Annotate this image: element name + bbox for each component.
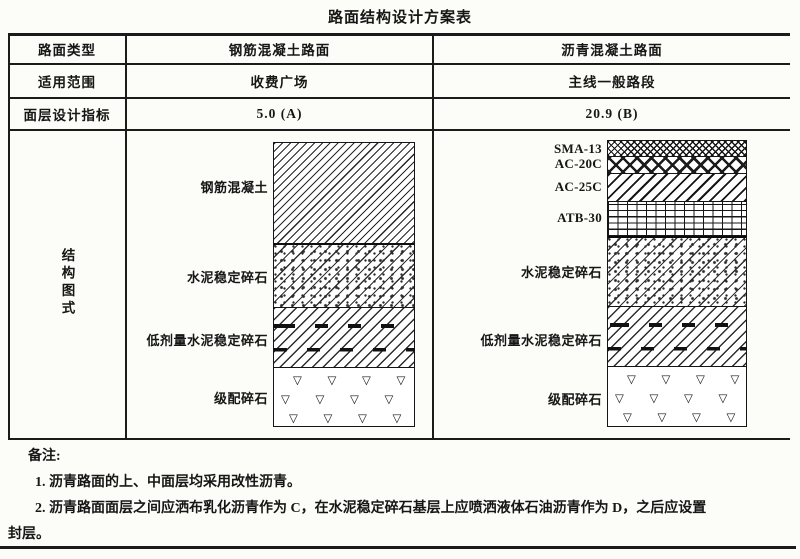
label-low-dose-right: 低剂量水泥稳定碎石 <box>480 333 602 348</box>
table-left-border <box>8 33 10 440</box>
layer-cement-stabilized <box>274 243 414 307</box>
column-divider-2 <box>432 33 434 440</box>
cell-left-scope: 收费广场 <box>250 75 309 90</box>
note-line-1: 1. 沥青路面的上、中面层均采用改性沥青。 <box>35 475 301 490</box>
note-line-2-continuation: 封层。 <box>8 527 50 542</box>
label-ac25c: AC-25C <box>554 179 602 194</box>
row-label-scope: 适用范围 <box>38 75 96 90</box>
table-top-border <box>8 33 790 36</box>
row-label-surface-index: 面层设计指标 <box>23 108 111 123</box>
layer-sma13 <box>608 141 746 156</box>
cell-right-pavement-type: 沥青混凝土路面 <box>561 43 663 58</box>
right-structure-diagram: ▽ ▽ ▽ ▽ ▽ ▽ ▽ ▽ ▽ ▽ ▽ ▽ ▽ ▽ ▽ ▽ ▽ ▽ <box>607 140 747 427</box>
layer-low-dose-cement-stabilized <box>274 307 414 367</box>
label-cement-stabilized-left: 水泥稳定碎石 <box>186 270 268 285</box>
gravel-triangle-row: ▽ ▽ ▽ ▽ ▽ ▽ <box>615 391 746 405</box>
label-graded-stone-left: 级配碎石 <box>213 391 268 406</box>
gravel-triangle-row: ▽ ▽ ▽ ▽ ▽ ▽ <box>623 410 746 424</box>
row-label-structure-diagram: 结构图式 <box>59 248 75 318</box>
layer-atb30 <box>608 201 746 236</box>
layer-ac20c <box>608 156 746 173</box>
layer-ac25c <box>608 173 746 201</box>
note-line-2: 2. 沥青路面面层之间应洒布乳化沥青作为 C，在水泥稳定碎石基层上应喷洒液体石油… <box>35 501 707 516</box>
label-graded-stone-right: 级配碎石 <box>547 392 602 407</box>
row-divider-2 <box>8 97 790 99</box>
label-sma13: SMA-13 <box>553 141 602 156</box>
layer-cement-stabilized-right <box>608 236 746 306</box>
row-label-pavement-type: 路面类型 <box>38 43 96 58</box>
layer-graded-crushed-stone: ▽ ▽ ▽ ▽ ▽ ▽ ▽ ▽ ▽ ▽ ▽ ▽ ▽ ▽ ▽ ▽ ▽ ▽ <box>274 367 414 426</box>
left-structure-diagram: ▽ ▽ ▽ ▽ ▽ ▽ ▽ ▽ ▽ ▽ ▽ ▽ ▽ ▽ ▽ ▽ ▽ ▽ <box>273 142 415 427</box>
label-ac20c: AC-20C <box>554 156 602 171</box>
label-low-dose-left: 低剂量水泥稳定碎石 <box>146 333 268 348</box>
column-divider-1 <box>125 33 127 440</box>
gravel-triangle-row: ▽ ▽ ▽ ▽ ▽ ▽ <box>293 373 414 387</box>
row-divider-1 <box>8 63 790 65</box>
table-bottom-border <box>8 438 790 440</box>
gravel-triangle-row: ▽ ▽ ▽ ▽ ▽ ▽ <box>627 372 746 386</box>
cell-right-surface-index: 20.9 (B) <box>585 106 639 121</box>
row-divider-3 <box>8 129 790 131</box>
gravel-triangle-row: ▽ ▽ ▽ ▽ ▽ ▽ <box>289 411 414 425</box>
cell-right-scope: 主线一般路段 <box>568 75 656 90</box>
notes-section: 备注: 1. 沥青路面的上、中面层均采用改性沥青。 2. 沥青路面面层之间应洒布… <box>8 444 792 548</box>
cell-left-surface-index: 5.0 (A) <box>256 106 303 121</box>
label-cement-stabilized-right: 水泥稳定碎石 <box>520 265 602 280</box>
layer-graded-crushed-stone-right: ▽ ▽ ▽ ▽ ▽ ▽ ▽ ▽ ▽ ▽ ▽ ▽ ▽ ▽ ▽ ▽ ▽ ▽ <box>608 366 746 426</box>
page-bottom-rule <box>0 546 796 549</box>
cell-left-pavement-type: 钢筋混凝土路面 <box>228 43 331 58</box>
notes-heading: 备注: <box>28 449 61 464</box>
label-reinforced-concrete: 钢筋混凝土 <box>200 180 268 195</box>
layer-low-dose-right <box>608 306 746 366</box>
gravel-triangle-row: ▽ ▽ ▽ ▽ ▽ ▽ <box>281 392 414 406</box>
page-title: 路面结构设计方案表 <box>327 10 472 26</box>
layer-reinforced-concrete <box>274 143 414 243</box>
label-atb30: ATB-30 <box>557 210 602 225</box>
